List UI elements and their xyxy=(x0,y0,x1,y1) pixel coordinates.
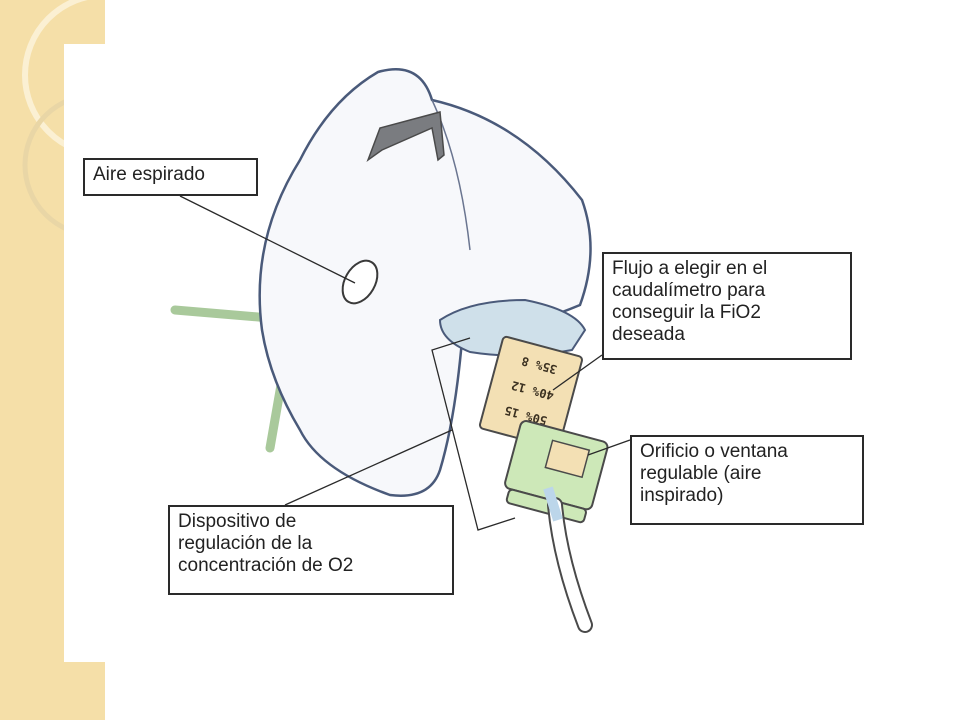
head-strap-band xyxy=(366,111,445,163)
label-orificio: Orificio o ventana regulable (aire inspi… xyxy=(630,435,864,525)
leader-flujo xyxy=(552,354,603,391)
label-aire-espirado: Aire espirado xyxy=(83,158,258,196)
label-dispositivo: Dispositivo de regulación de la concentr… xyxy=(168,505,454,595)
bracket-dispositivo xyxy=(431,337,516,531)
leader-orificio xyxy=(587,439,631,456)
leader-aire xyxy=(179,195,356,284)
oxygen-mask-icon xyxy=(258,67,592,497)
elastic-strap-icon xyxy=(170,305,275,323)
label-flujo: Flujo a elegir en el caudalímetro para c… xyxy=(602,252,852,360)
connector-collar xyxy=(438,298,587,357)
exhalation-port-icon xyxy=(341,259,379,305)
valve-window xyxy=(544,439,591,479)
leader-dispositivo xyxy=(284,429,453,506)
